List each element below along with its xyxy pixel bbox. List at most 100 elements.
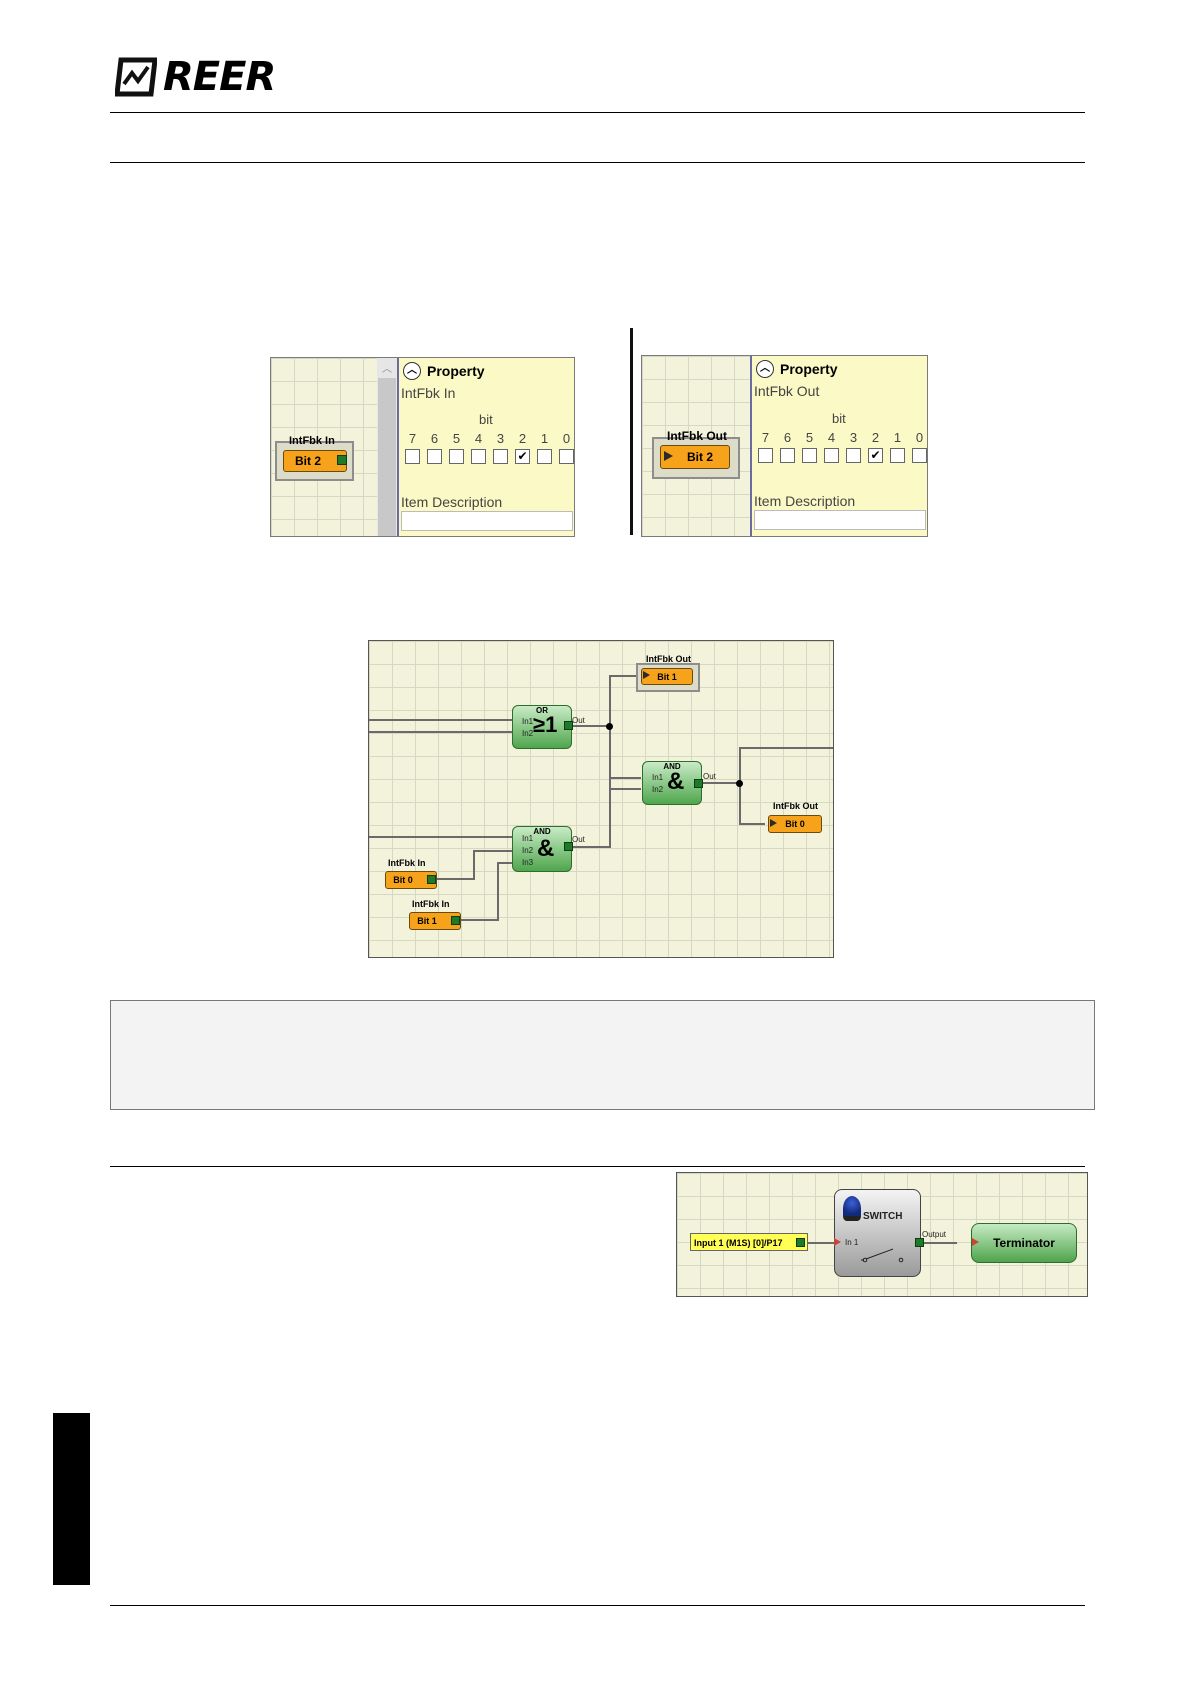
bit-checkbox-2[interactable]: ✔ (515, 449, 530, 464)
and-symbol: & (537, 835, 555, 862)
collapse-icon[interactable]: ︿ (403, 362, 421, 380)
bit-checkbox-6[interactable] (427, 449, 442, 464)
bit-checkbox-3[interactable] (846, 448, 861, 463)
and-gate-3-input[interactable]: AND & In1 In2 In3 (512, 826, 572, 872)
switch-button-icon (843, 1196, 861, 1221)
bit-checkbox-5[interactable] (802, 448, 817, 463)
bit-checkbox-5[interactable] (449, 449, 464, 464)
reer-logo-mark (115, 57, 157, 97)
bit-checkbox-1[interactable] (890, 448, 905, 463)
bit-checkbox-0[interactable] (912, 448, 927, 463)
bit-number: 7 (761, 430, 770, 445)
bit-number: 3 (849, 430, 858, 445)
bit-checkbox-4[interactable] (824, 448, 839, 463)
section-tab-marker (53, 1413, 90, 1585)
bit-number: 5 (452, 431, 461, 446)
bit-checkbox-2[interactable]: ✔ (868, 448, 883, 463)
wire (698, 782, 739, 784)
property-header[interactable]: ︿ Property (756, 360, 838, 378)
wire (739, 747, 833, 749)
switch-output-label: Output (922, 1230, 947, 1239)
input-arrow-icon (972, 1238, 979, 1246)
output-port[interactable] (694, 779, 703, 788)
wire (369, 719, 512, 721)
intfbk-out-block[interactable]: Bit 2 (660, 445, 730, 469)
bit-numbers: 7 6 5 4 3 2 1 0 (405, 431, 574, 446)
switch-contact-icon (861, 1248, 904, 1263)
scroll-up-icon[interactable]: ︿ (382, 364, 392, 375)
or-symbol: ≥1 (533, 712, 558, 737)
output-label: Out (572, 716, 585, 725)
item-description-label: Item Description (754, 493, 856, 509)
wire (369, 836, 512, 838)
output-port[interactable] (451, 916, 460, 925)
scrollbar[interactable]: ︿ (377, 358, 397, 536)
intfbk-in-bit1-block[interactable]: Bit 1 (409, 912, 461, 930)
terminator-block[interactable]: Terminator (971, 1223, 1077, 1263)
intfbk-out-property-panel: IntFbk Out Bit 2 ︿ Property IntFbk Out b… (641, 355, 928, 537)
input-label: In2 (652, 785, 664, 794)
bit-checkbox-6[interactable] (780, 448, 795, 463)
property-subtitle: IntFbk In (401, 385, 456, 401)
bit-number: 0 (915, 430, 924, 445)
bit-caption: bit (479, 412, 493, 427)
wire (473, 850, 475, 880)
bit-number: 6 (430, 431, 439, 446)
bit-number: 3 (496, 431, 505, 446)
figure-divider (630, 328, 633, 535)
intfbk-out-bit0-block[interactable]: Bit 0 (768, 815, 822, 833)
output-port[interactable] (915, 1238, 924, 1247)
check-icon: ✔ (870, 448, 881, 462)
bit-number: 6 (783, 430, 792, 445)
section-rule-bottom (110, 1166, 1085, 1167)
wire (459, 919, 497, 921)
wire (609, 788, 611, 846)
property-pane: ︿ Property IntFbk In bit 7 6 5 4 3 2 1 0… (397, 358, 574, 536)
output-port[interactable] (796, 1238, 805, 1247)
output-port[interactable] (337, 455, 347, 465)
property-pane: ︿ Property IntFbk Out bit 7 6 5 4 3 2 1 … (750, 356, 927, 536)
wire (369, 731, 512, 733)
switch-block[interactable]: SWITCH In 1 (834, 1189, 921, 1277)
item-description-label: Item Description (401, 494, 503, 510)
bit-checkbox-0[interactable] (559, 449, 574, 464)
and-symbol: & (667, 768, 685, 795)
and-gate[interactable]: AND & In1 In2 (642, 761, 702, 805)
output-port[interactable] (427, 875, 436, 884)
wire (567, 725, 609, 727)
bit-checkbox-7[interactable] (405, 449, 420, 464)
output-port[interactable] (564, 842, 573, 851)
switch-input-label: In 1 (845, 1238, 859, 1247)
logic-diagram: IntFbk Out Bit 1 OR ≥1 In1 In2 Out AND &… (368, 640, 834, 958)
wire (919, 1242, 957, 1244)
property-header[interactable]: ︿ Property (403, 362, 485, 380)
scroll-thumb[interactable] (378, 378, 396, 536)
or-gate[interactable]: OR ≥1 In1 In2 (512, 705, 572, 749)
bit-checkbox-3[interactable] (493, 449, 508, 464)
item-description-field[interactable] (754, 510, 926, 530)
bit-checkbox-1[interactable] (537, 449, 552, 464)
bit-numbers: 7 6 5 4 3 2 1 0 (758, 430, 927, 445)
input-label: In1 (522, 834, 534, 843)
intfbk-in-label: IntFbk In (412, 899, 450, 909)
check-icon: ✔ (517, 449, 528, 463)
wire (609, 675, 639, 677)
intfbk-out-bit1-block[interactable]: Bit 1 (641, 668, 693, 685)
wire (497, 862, 513, 864)
input-label: In3 (522, 858, 534, 867)
bit-number: 7 (408, 431, 417, 446)
property-subtitle: IntFbk Out (754, 383, 820, 399)
input-arrow-icon (770, 819, 777, 827)
collapse-icon[interactable]: ︿ (756, 360, 774, 378)
input-block[interactable]: Input 1 (M1S) [0]/P17 (690, 1233, 808, 1251)
gate-name: AND (533, 827, 551, 836)
intfbk-out-label: IntFbk Out (773, 801, 818, 811)
bit-checkbox-7[interactable] (758, 448, 773, 463)
input-label: In1 (652, 773, 664, 782)
input-label: In1 (522, 717, 534, 726)
intfbk-in-bit0-block[interactable]: Bit 0 (385, 871, 437, 889)
gate-name: OR (536, 706, 548, 715)
item-description-field[interactable] (401, 511, 573, 531)
output-port[interactable] (564, 721, 573, 730)
bit-checkbox-4[interactable] (471, 449, 486, 464)
